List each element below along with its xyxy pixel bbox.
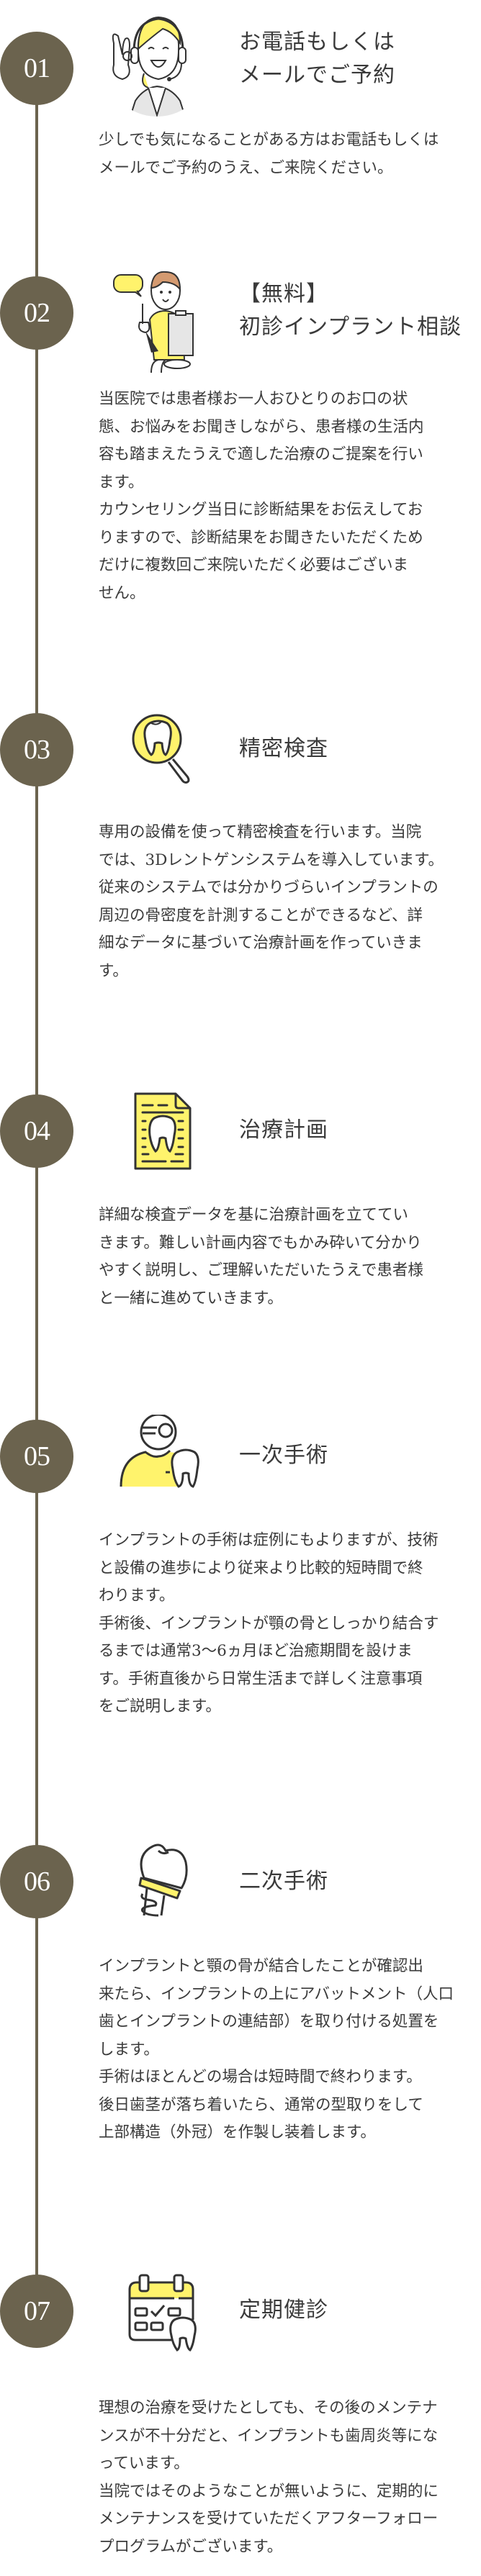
step-description: 少しでも気になることがある方はお電話もしくは メールでご予約のうえ、ご来院くださ… bbox=[99, 131, 439, 177]
dental-implant-icon bbox=[137, 1841, 202, 1921]
step-title: 精密検査 bbox=[239, 736, 328, 761]
step-title: 二次手術 bbox=[239, 1869, 328, 1894]
step-title: 治療計画 bbox=[239, 1117, 328, 1143]
tooth-magnifier-icon bbox=[127, 709, 206, 788]
step-title: 定期健診 bbox=[239, 2298, 328, 2323]
step-description: 詳細な検査データを基に治療計画を立ててい きます。難しい計画内容でもかみ砕いて分… bbox=[99, 1206, 423, 1307]
step-description: インプラントと顎の骨が結合したことが確認出 来たら、インプラントの上にアバットメ… bbox=[99, 1957, 454, 2141]
step-description: 専用の設備を使って精密検査を行います。当院 では、3Dレントゲンシステムを導入し… bbox=[99, 823, 444, 980]
step-description: インプラントの手術は症例にもよりますが、技術 と設備の進歩により従来より比較的短… bbox=[99, 1531, 439, 1715]
step-number-badge: 05 bbox=[0, 1420, 73, 1493]
step-number-badge: 02 bbox=[0, 276, 73, 350]
step-number-badge: 07 bbox=[0, 2275, 73, 2348]
timeline-line bbox=[35, 101, 38, 2277]
step-number-badge: 01 bbox=[0, 32, 73, 105]
step-number-badge: 03 bbox=[0, 713, 73, 786]
operator-woman-headset-icon bbox=[101, 7, 209, 119]
step-title: 【無料】 初診インプラント相談 bbox=[239, 281, 462, 340]
calendar-tooth-icon bbox=[127, 2274, 202, 2351]
step-description: 理想の治療を受けたとしても、その後のメンテナ ンスが不十分だと、インプラントも歯… bbox=[99, 2399, 439, 2556]
step-number-badge: 06 bbox=[0, 1845, 73, 1918]
step-title: お電話もしくは メールでご予約 bbox=[239, 30, 395, 88]
step-description: 当医院では患者様お一人おひとりのお口の状 態、お悩みをお聞きしながら、患者様の生… bbox=[99, 390, 424, 602]
tooth-document-icon bbox=[132, 1091, 193, 1171]
dentist-tooth-icon bbox=[120, 1415, 206, 1489]
step-title: 一次手術 bbox=[239, 1443, 328, 1468]
counselor-clipboard-icon bbox=[108, 266, 202, 374]
step-number-badge: 04 bbox=[0, 1094, 73, 1168]
